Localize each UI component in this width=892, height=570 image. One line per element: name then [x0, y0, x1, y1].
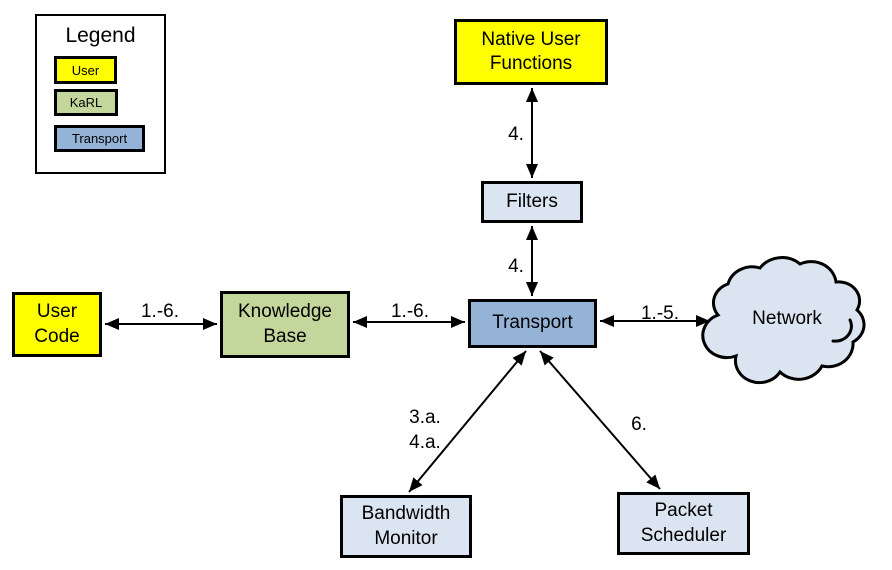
node-user-code: User Code — [12, 292, 102, 357]
edge-label-transport-bandwidthmonitor: 3.a. 4.a. — [409, 407, 441, 453]
node-native-user-functions-label: Native User Functions — [481, 28, 581, 74]
legend-swatch-user: User — [54, 56, 117, 84]
node-bandwidth-monitor-label: Bandwidth Monitor — [361, 503, 451, 549]
node-network-label: Network — [752, 308, 822, 329]
node-user-code-label: User Code — [34, 301, 80, 347]
edge-label-transport-network: 1.-5. — [640, 303, 680, 324]
node-packet-scheduler-label: Packet Scheduler — [640, 500, 727, 546]
edge-transport-bandwidthmonitor — [408, 350, 527, 493]
edge-label-nuf-filters: 4. — [508, 124, 524, 145]
edge-label-usercode-knowledgebase: 1.-6. — [140, 301, 180, 322]
node-knowledge-base: Knowledge Base — [220, 291, 350, 358]
edge-label-transport-packetscheduler: 6. — [631, 414, 647, 435]
node-transport: Transport — [468, 299, 597, 348]
network-cloud-shape — [701, 256, 866, 385]
node-transport-label: Transport — [492, 312, 573, 334]
node-knowledge-base-label: Knowledge Base — [237, 301, 333, 347]
node-bandwidth-monitor: Bandwidth Monitor — [340, 495, 472, 558]
node-filters-label: Filters — [506, 190, 558, 212]
network-cloud-inner-arc — [831, 318, 853, 343]
legend-swatch-karl: KaRL — [54, 89, 118, 116]
legend-swatch-transport: Transport — [54, 125, 145, 152]
legend: Legend User KaRL Transport — [35, 14, 166, 174]
legend-swatch-karl-label: KaRL — [69, 95, 103, 110]
node-filters: Filters — [481, 181, 583, 223]
edge-label-filters-transport: 4. — [508, 256, 524, 277]
edge-label-knowledgebase-transport: 1.-6. — [390, 301, 430, 322]
node-packet-scheduler: Packet Scheduler — [617, 492, 750, 555]
legend-swatch-user-label: User — [71, 62, 100, 78]
legend-title: Legend — [65, 24, 136, 47]
node-native-user-functions: Native User Functions — [454, 19, 608, 85]
legend-swatch-transport-label: Transport — [71, 131, 128, 146]
edge-transport-packetscheduler — [539, 350, 661, 490]
